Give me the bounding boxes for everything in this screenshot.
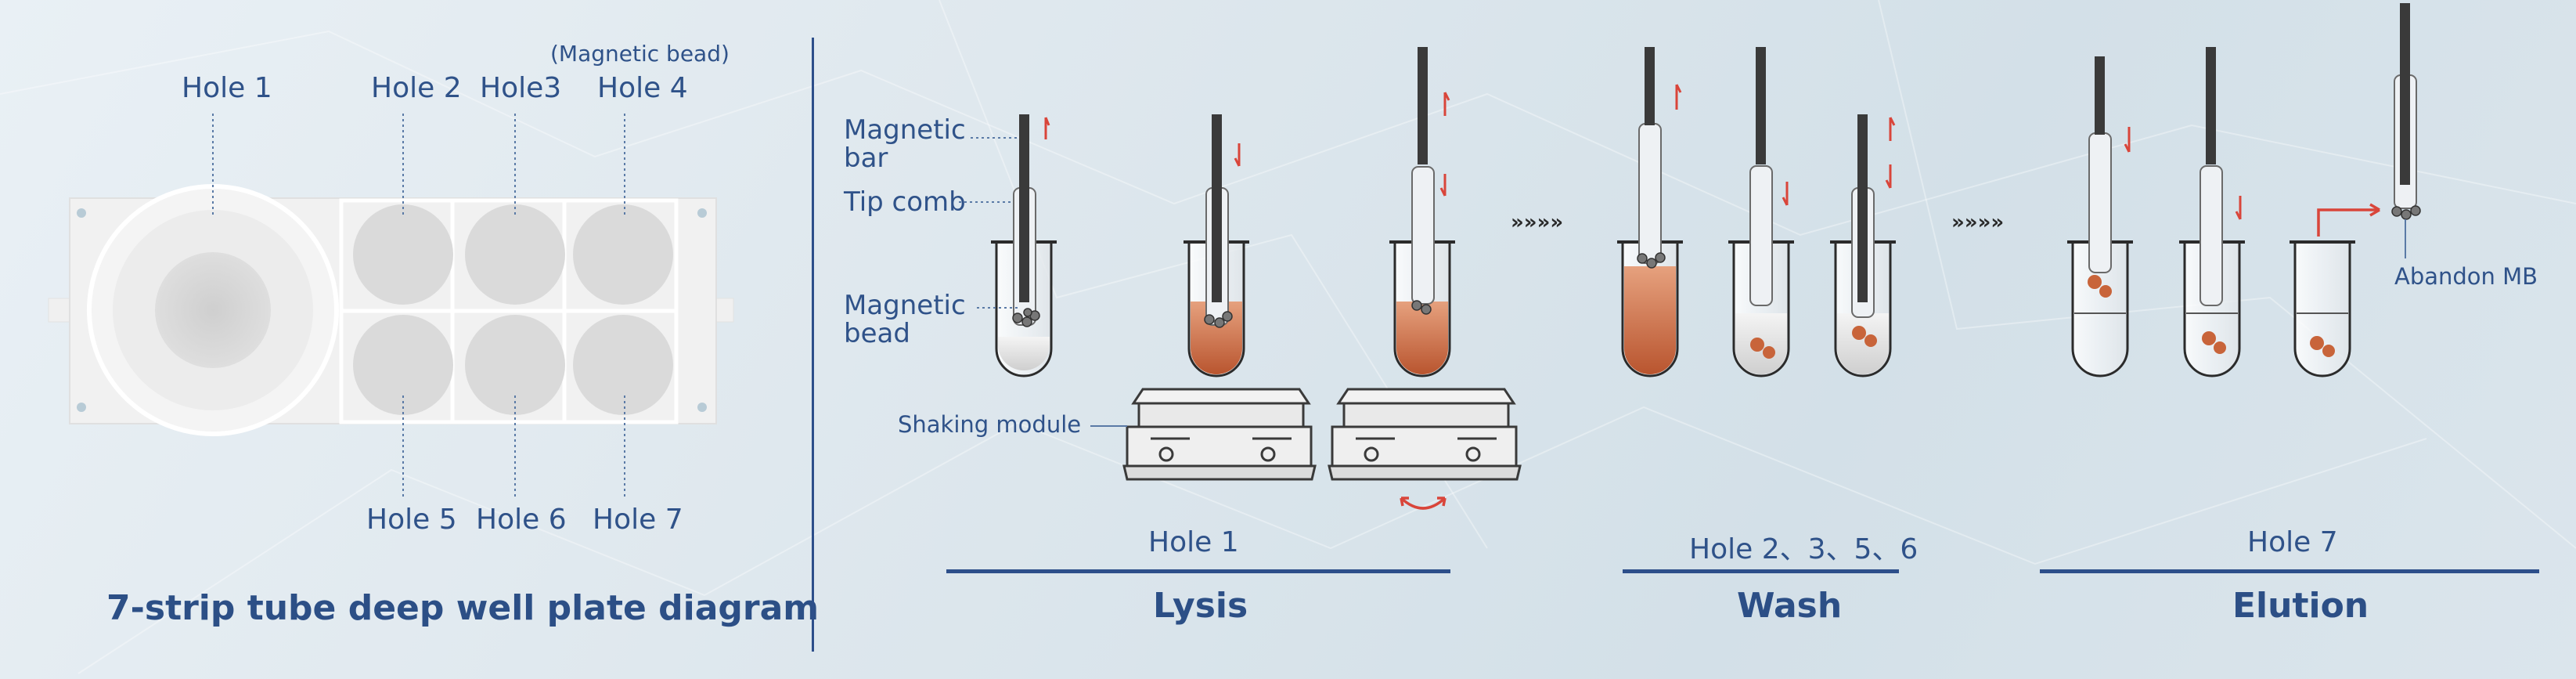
lysis-title: Lysis bbox=[1153, 586, 1248, 626]
chevron-icon-2: »»»» bbox=[1951, 211, 2004, 234]
deep-well-plate bbox=[48, 114, 734, 497]
elution-title: Elution bbox=[2232, 586, 2369, 626]
wash-bar bbox=[1623, 569, 1899, 573]
section-divider bbox=[812, 38, 814, 652]
elution-holes-label: Hole 7 bbox=[2247, 526, 2338, 558]
shaking-arrow-icon bbox=[1400, 497, 1447, 510]
lysis-tube-3 bbox=[1389, 47, 1455, 377]
elution-tube-2 bbox=[2179, 47, 2245, 377]
bead-note-label: (Magnetic bead) bbox=[550, 41, 730, 67]
wash-tube-1 bbox=[1617, 47, 1683, 377]
shaking-module-2 bbox=[1328, 388, 1522, 481]
hole-7-label: Hole 7 bbox=[593, 504, 683, 536]
plate-title: 7-strip tube deep well plate diagram bbox=[106, 588, 820, 628]
lysis-bar bbox=[946, 569, 1450, 573]
abandon-mb-label: Abandon MB bbox=[2394, 263, 2538, 290]
elution-tube-1 bbox=[2067, 56, 2133, 377]
magnetic-bead-label: Magnetic bead bbox=[844, 290, 966, 349]
hole-3-label: Hole3 bbox=[480, 72, 562, 104]
wash-title: Wash bbox=[1737, 586, 1843, 626]
transfer-arrow-icon bbox=[2317, 208, 2380, 237]
hole-2-label: Hole 2 bbox=[371, 72, 462, 104]
shaking-module-label: Shaking module bbox=[898, 411, 1082, 438]
hole-5-label: Hole 5 bbox=[366, 504, 457, 536]
shaking-module-1 bbox=[1122, 388, 1317, 481]
wash-holes-label: Hole 2、3、5、6 bbox=[1689, 533, 1918, 565]
elution-bar bbox=[2040, 569, 2539, 573]
hole-4-label: Hole 4 bbox=[597, 72, 688, 104]
magnetic-bar-label: Magnetic bar bbox=[844, 114, 966, 174]
elution-tube-3 bbox=[2290, 240, 2355, 377]
hole-6-label: Hole 6 bbox=[476, 504, 567, 536]
wash-tube-3 bbox=[1830, 114, 1896, 377]
wash-tube-2 bbox=[1728, 47, 1794, 377]
chevron-icon-1: »»»» bbox=[1511, 211, 1563, 234]
lysis-holes-label: Hole 1 bbox=[1148, 526, 1239, 558]
tip-comb-label: Tip comb bbox=[844, 186, 966, 218]
hole-1-label: Hole 1 bbox=[182, 72, 272, 104]
lifted-tip-comb bbox=[2391, 3, 2421, 258]
lysis-tube-1 bbox=[991, 114, 1057, 377]
part-leaders bbox=[959, 137, 1019, 309]
lysis-tube-2 bbox=[1184, 114, 1249, 377]
